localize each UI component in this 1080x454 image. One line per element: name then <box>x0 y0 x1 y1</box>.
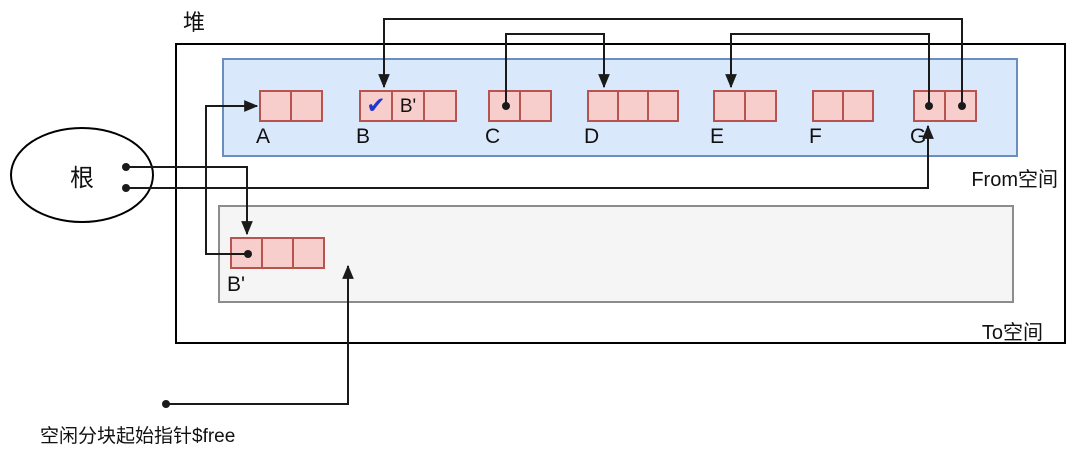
block-E-cell-1 <box>713 90 746 122</box>
object-label-F: F <box>809 125 822 148</box>
from-space-label: From空间 <box>971 169 1058 191</box>
block-A-cell-2 <box>290 90 323 122</box>
block-B-cell-2: B' <box>391 90 425 122</box>
object-block-B-prime <box>230 237 325 269</box>
block-B-cell-2-text: B' <box>399 95 417 117</box>
block-B-prime-cell-3 <box>292 237 325 269</box>
block-B-cell-3 <box>423 90 457 122</box>
object-block-G <box>913 90 977 122</box>
block-D-cell-3 <box>647 90 679 122</box>
object-block-F <box>812 90 874 122</box>
block-A-cell-1 <box>259 90 292 122</box>
object-label-B: B <box>356 125 371 148</box>
root-label: 根 <box>70 164 94 192</box>
object-block-B: ✔ B' <box>359 90 457 122</box>
object-block-D <box>587 90 679 122</box>
to-space-label: To空间 <box>981 322 1043 344</box>
block-G-cell-2 <box>944 90 977 122</box>
object-label-E: E <box>710 125 725 148</box>
block-E-cell-2 <box>744 90 777 122</box>
heap-label: 堆 <box>183 10 206 35</box>
block-C-cell-1 <box>488 90 521 122</box>
object-label-D: D <box>584 125 600 148</box>
block-D-cell-2 <box>617 90 649 122</box>
block-C-cell-2 <box>519 90 552 122</box>
object-block-C <box>488 90 552 122</box>
object-label-C: C <box>485 125 501 148</box>
block-B-prime-cell-2 <box>261 237 294 269</box>
block-B-cell-1: ✔ <box>359 90 393 122</box>
object-block-E <box>713 90 777 122</box>
to-space-region <box>218 205 1014 303</box>
block-D-cell-1 <box>587 90 619 122</box>
object-block-A <box>259 90 323 122</box>
object-label-G: G <box>910 125 927 148</box>
forwarded-checkmark-icon: ✔ <box>366 91 386 118</box>
object-label-B-prime: B' <box>227 273 246 296</box>
block-G-cell-1 <box>913 90 946 122</box>
object-label-A: A <box>256 125 271 148</box>
block-B-prime-cell-1 <box>230 237 263 269</box>
block-F-cell-2 <box>842 90 874 122</box>
free-pointer-label: 空闲分块起始指针$free <box>40 426 236 447</box>
block-F-cell-1 <box>812 90 844 122</box>
root-set-ellipse: 根 <box>10 127 154 223</box>
